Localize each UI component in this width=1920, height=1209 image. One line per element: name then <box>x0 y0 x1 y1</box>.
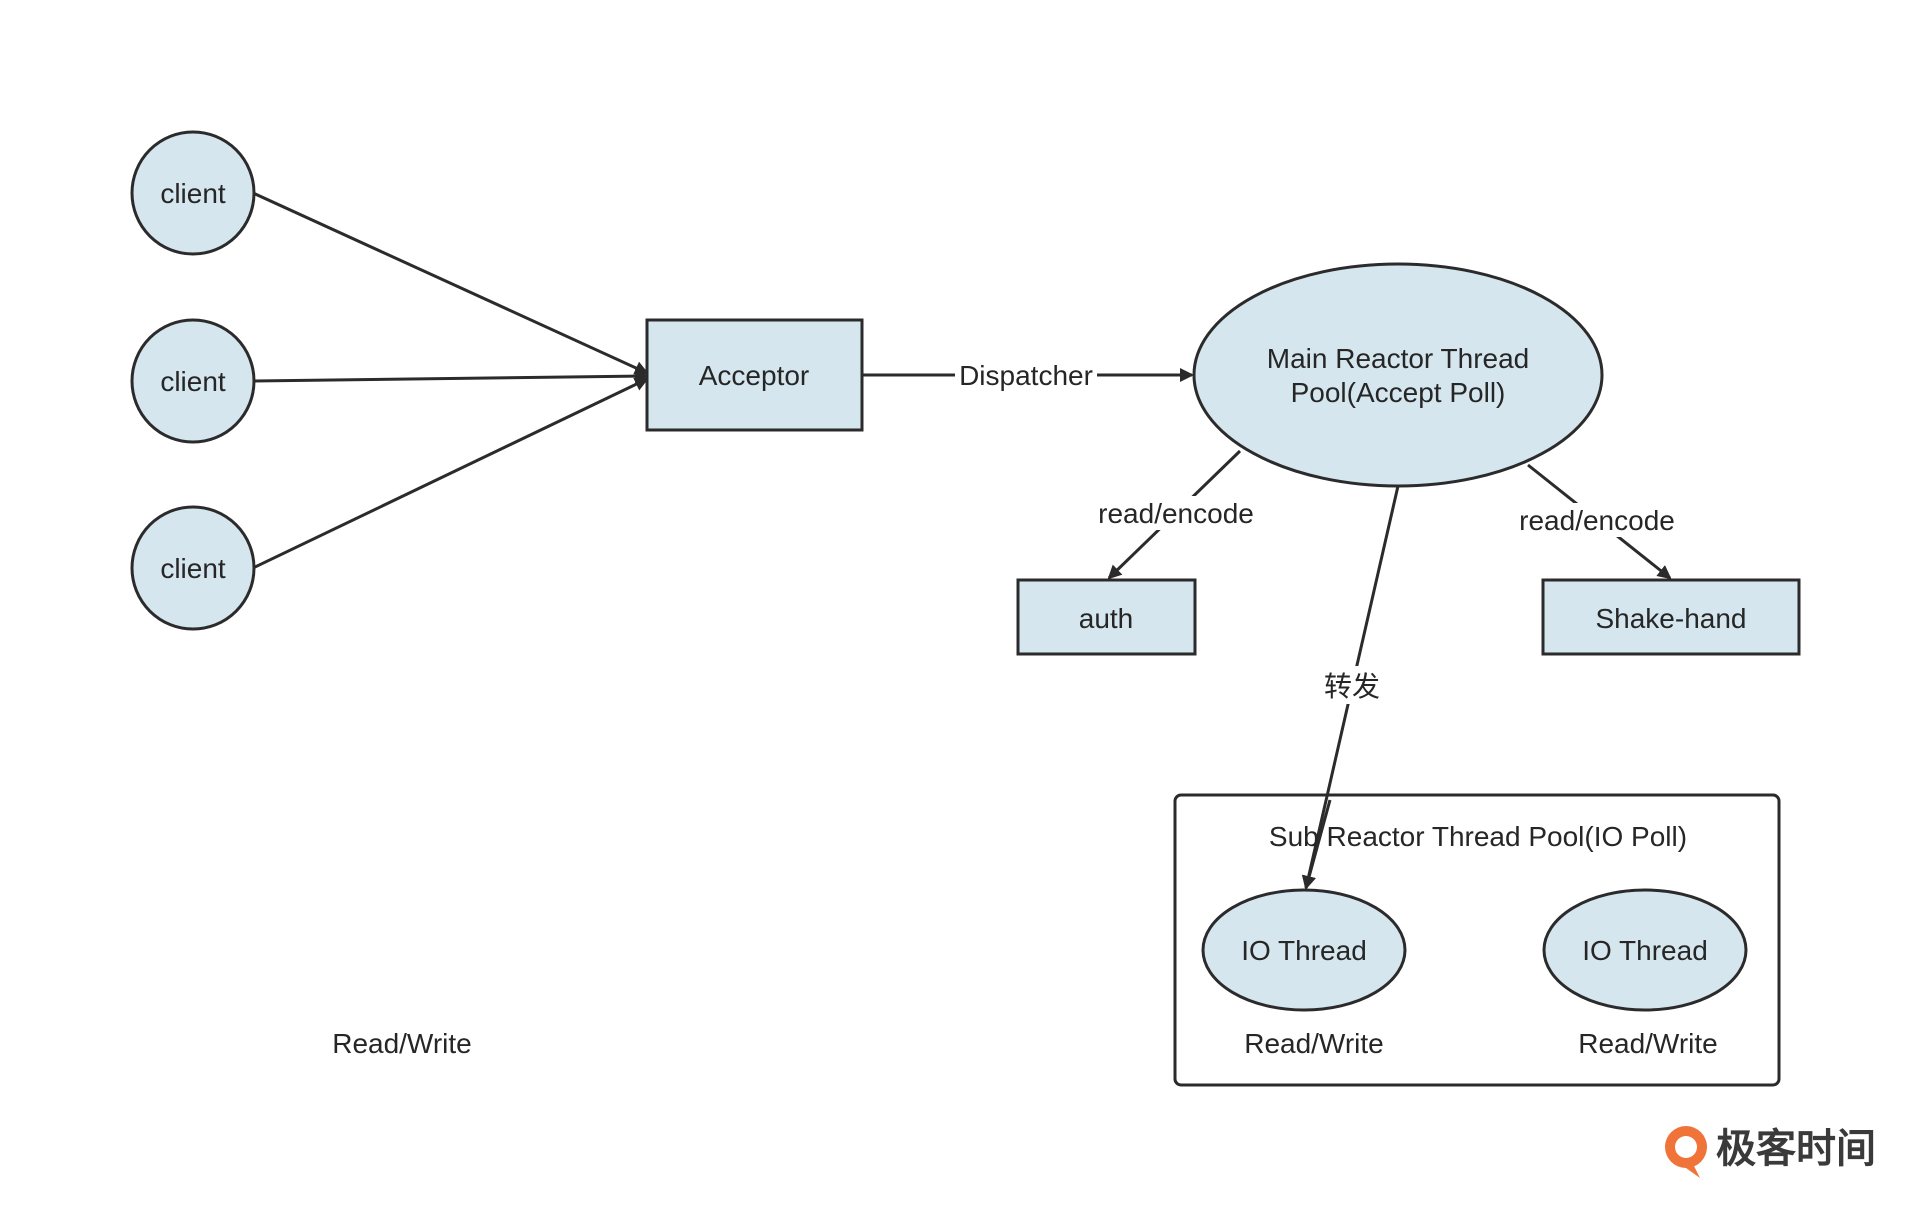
shake-hand-label: Shake-hand <box>1595 603 1746 634</box>
client-node-1: client <box>130 130 256 256</box>
brand-logo: 极客时间 <box>1665 1126 1876 1178</box>
acceptor-node: Acceptor <box>645 318 864 432</box>
sub-reactor-pool-container: Sub Reactor Thread Pool(IO Poll) <box>1173 793 1781 1087</box>
read-write-left-text: Read/Write <box>332 1028 472 1059</box>
edge-client2-acceptor <box>252 369 649 384</box>
acceptor-label: Acceptor <box>699 360 810 391</box>
read-write-io1-text: Read/Write <box>1244 1028 1384 1059</box>
forward-label: 转发 <box>1324 670 1380 703</box>
edge-client1-acceptor <box>252 191 649 375</box>
edge-client3-acceptor <box>252 377 649 570</box>
read-encode-right-edge-label: read/encode <box>1508 503 1686 537</box>
auth-node: auth <box>1016 578 1197 656</box>
brand-name: 极客时间 <box>1716 1126 1876 1172</box>
read-encode-right-label: read/encode <box>1519 505 1675 536</box>
main-reactor-label-line2: Pool(Accept Poll) <box>1291 377 1506 408</box>
io-thread-node-1: IO Thread <box>1201 888 1407 1012</box>
read-encode-left-edge-label: read/encode <box>1088 496 1264 530</box>
client-node-3: client <box>130 505 256 631</box>
dispatcher-edge-label: Dispatcher <box>955 358 1097 392</box>
read-encode-left-label: read/encode <box>1098 498 1254 529</box>
io-thread-label: IO Thread <box>1241 935 1367 966</box>
client-node-2: client <box>130 318 256 444</box>
main-reactor-label-line1: Main Reactor Thread <box>1267 343 1530 374</box>
shake-hand-node: Shake-hand <box>1541 578 1801 656</box>
edge-forward-overlay <box>1302 799 1332 890</box>
read-write-io2-text: Read/Write <box>1578 1028 1718 1059</box>
client-label: client <box>160 178 226 209</box>
dispatcher-label: Dispatcher <box>959 360 1093 391</box>
forward-edge-label: 转发 <box>1322 666 1384 704</box>
io-thread-node-2: IO Thread <box>1542 888 1748 1012</box>
main-reactor-node: Main Reactor Thread Pool(Accept Poll) <box>1192 262 1604 488</box>
io-thread-label: IO Thread <box>1582 935 1708 966</box>
sub-reactor-title: Sub Reactor Thread Pool(IO Poll) <box>1269 821 1687 852</box>
auth-label: auth <box>1079 603 1134 634</box>
client-label: client <box>160 366 226 397</box>
brand-logo-icon <box>1665 1126 1707 1178</box>
client-label: client <box>160 553 226 584</box>
